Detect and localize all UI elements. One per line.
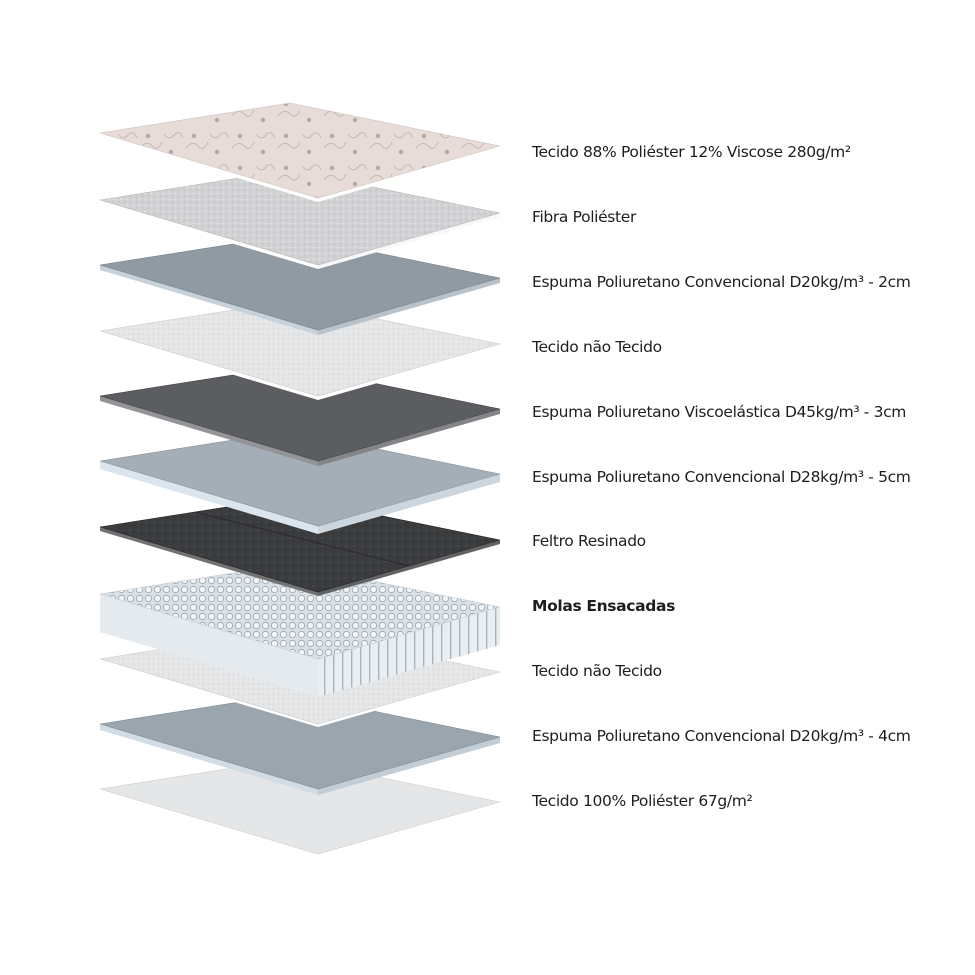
layer-10-top-face — [99, 693, 501, 790]
layer-10-left-edge — [100, 724, 318, 795]
layer-11-fabric — [99, 758, 501, 857]
layer-label-8: Molas Ensacadas — [532, 597, 675, 615]
layer-5-visco-foam — [99, 365, 501, 466]
layer-label-11: Tecido 100% Poliéster 67g/m² — [532, 792, 753, 810]
layer-7-right-edge — [318, 540, 500, 596]
layer-8-left-edge — [100, 594, 318, 697]
layer-4-right-edge — [318, 344, 500, 400]
layer-11-top-face — [99, 758, 501, 855]
layer-5-right-edge — [318, 409, 500, 466]
layer-2-top-face — [99, 169, 501, 266]
layer-3-foam — [99, 234, 501, 335]
layer-3-top-face — [99, 234, 501, 331]
felt-seam — [194, 511, 410, 567]
layer-4-top-face — [99, 300, 501, 397]
layer-label-7: Feltro Resinado — [532, 532, 646, 550]
layer-8-right-edge — [318, 607, 500, 697]
layer-5-left-edge — [100, 396, 318, 466]
layer-6-right-edge — [318, 474, 500, 534]
layer-label-5: Espuma Poliuretano Viscoelástica D45kg/m… — [532, 403, 907, 421]
layer-label-3: Espuma Poliuretano Convencional D20kg/m³… — [532, 273, 911, 291]
layer-7-left-edge — [100, 527, 318, 596]
layer-label-2: Fibra Poliéster — [532, 208, 636, 226]
layer-2-left-edge — [100, 200, 318, 269]
layer-1-right-edge — [318, 146, 500, 202]
layer-1-left-edge — [100, 133, 318, 202]
layer-1-top-face — [99, 102, 501, 199]
layer-8-pocket-springs — [99, 563, 501, 697]
layer-4-non-woven — [99, 300, 501, 400]
layer-9-right-edge — [318, 672, 500, 727]
layer-10-right-edge — [318, 737, 500, 795]
layer-2-right-edge — [318, 213, 500, 269]
layer-5-top-face — [99, 365, 501, 462]
layer-label-4: Tecido não Tecido — [532, 338, 662, 356]
layer-10-foam — [99, 693, 501, 795]
layer-6-left-edge — [100, 461, 318, 534]
layer-9-left-edge — [100, 659, 318, 727]
layer-7-felt — [99, 496, 501, 596]
layer-label-6: Espuma Poliuretano Convencional D28kg/m³… — [532, 468, 911, 486]
layer-1-quilted-fabric — [99, 102, 501, 202]
layer-label-10: Espuma Poliuretano Convencional D20kg/m³… — [532, 727, 911, 745]
layer-3-right-edge — [318, 278, 500, 335]
layer-6-foam — [99, 430, 501, 534]
layer-2-fiber — [99, 169, 501, 269]
layer-label-1: Tecido 88% Poliéster 12% Viscose 280g/m² — [532, 143, 851, 161]
layer-11-right-edge — [318, 802, 500, 857]
layer-4-left-edge — [100, 331, 318, 400]
layer-3-left-edge — [100, 265, 318, 335]
layer-7-top-face — [99, 496, 501, 593]
layer-11-left-edge — [100, 789, 318, 857]
layer-8-top-face — [99, 563, 501, 660]
layer-6-top-face — [99, 430, 501, 527]
layer-label-9: Tecido não Tecido — [532, 662, 662, 680]
